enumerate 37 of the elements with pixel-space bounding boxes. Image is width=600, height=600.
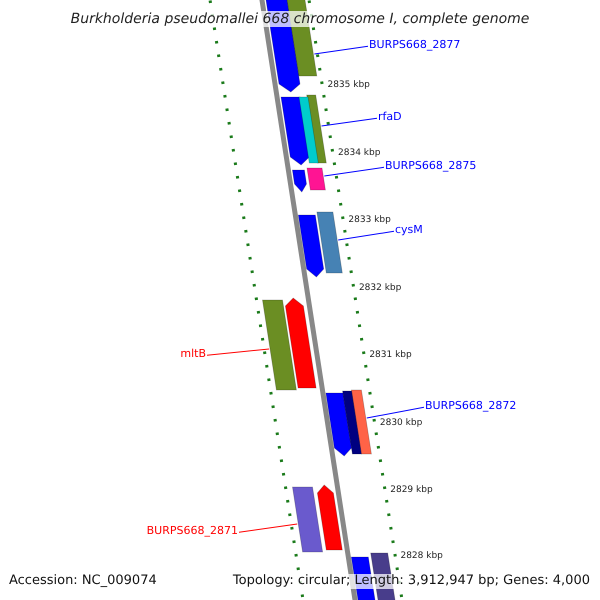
leader-line <box>321 118 378 126</box>
gene-block <box>306 168 326 190</box>
leader-line <box>338 230 394 240</box>
gene-block <box>325 392 352 457</box>
scale-label: 2828 kbp <box>400 551 443 562</box>
gene-block <box>284 297 317 388</box>
footer-text: Topology: circular; Length: 3,912,947 bp; Genes: 4,000 <box>232 574 590 589</box>
map-title: Burkholderia pseudomallei 668 chromosome I, complete genome <box>70 11 530 27</box>
gene-label: cysM <box>395 224 423 237</box>
gene-block <box>342 390 362 454</box>
scale-label: 2832 kbp <box>358 283 402 294</box>
gene-label: BURPS668_2871 <box>146 525 238 538</box>
leader-line <box>206 348 270 356</box>
leader-line <box>314 46 368 54</box>
gene-label: rfaD <box>378 111 402 124</box>
gene-block <box>316 484 343 550</box>
gene-block <box>298 96 319 164</box>
scale-label: 2831 kbp <box>369 350 412 360</box>
gene-block <box>292 170 307 193</box>
leader-line <box>324 166 384 176</box>
gene-block <box>350 390 372 454</box>
gene-label: BURPS668_2875 <box>385 160 476 173</box>
gene-block <box>292 486 324 552</box>
gene-block <box>316 212 343 274</box>
gene-block <box>262 300 297 390</box>
scale-label: 2830 kbp <box>380 418 422 428</box>
leader-line <box>366 406 424 418</box>
gene-label: BURPS668_2872 <box>425 400 516 413</box>
gene-block <box>280 96 310 166</box>
gene-block <box>298 214 324 278</box>
scale-label: 2835 kbp <box>327 80 370 90</box>
scale-label: 2833 kbp <box>348 215 391 226</box>
footer-text: Accession: NC_009074 <box>9 574 157 589</box>
gene-label: BURPS668_2877 <box>369 39 460 52</box>
scale-label: 2829 kbp <box>390 485 433 496</box>
scale-label: 2834 kbp <box>338 148 380 158</box>
gene-label: mltB <box>180 348 206 361</box>
